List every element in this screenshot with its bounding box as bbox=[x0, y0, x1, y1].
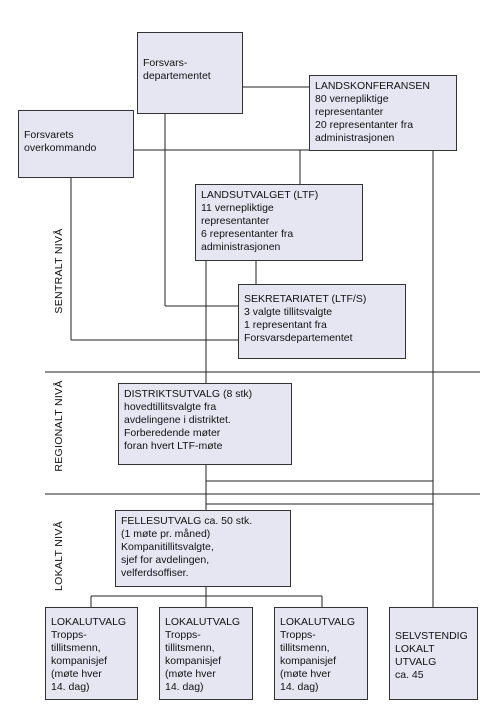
box-line: tillitsmenn, bbox=[51, 642, 101, 654]
box-lokalutvalg-1: LOKALUTVALG Tropps- tillitsmenn, kompani… bbox=[45, 607, 138, 700]
box-line: representanter bbox=[201, 215, 270, 227]
box-line: departementet bbox=[143, 70, 211, 82]
box-line: kompanisjef bbox=[51, 655, 108, 667]
box-title: LOKALUTVALG bbox=[51, 616, 127, 628]
box-line: overkommando bbox=[24, 142, 97, 154]
box-line: 11 vernepliktige bbox=[201, 202, 274, 214]
box-title: LOKALUTVALG bbox=[165, 616, 241, 628]
box-line: (møte hver bbox=[280, 668, 331, 680]
box-line: Forsvarsdepartementet bbox=[244, 332, 353, 344]
level-label-central: SENTRALT NIVÅ bbox=[53, 228, 65, 314]
box-line: 14. dag) bbox=[51, 681, 90, 693]
box-title: FELLESUTVALG ca. 50 stk. bbox=[121, 515, 253, 527]
box-line: kompanisjef bbox=[280, 655, 337, 667]
box-line: (møte hver bbox=[51, 668, 102, 680]
box-line: 20 representanter fra bbox=[315, 119, 414, 131]
box-line: representanter bbox=[315, 106, 384, 118]
box-line: 80 vernepliktige bbox=[315, 93, 389, 105]
box-line: Kompanitillitsvalgte, bbox=[121, 541, 214, 553]
box-title: LANDSUTVALGET (LTF) bbox=[201, 189, 319, 201]
box-line: kompanisjef bbox=[165, 655, 222, 667]
box-distriktsutvalg: DISTRIKTSUTVALG (8 stk) hovedtillitsvalg… bbox=[118, 383, 292, 465]
box-line: sjef for avdelingen, bbox=[121, 554, 210, 566]
box-line: Tropps- bbox=[51, 629, 87, 641]
box-title: DISTRIKTSUTVALG (8 stk) bbox=[124, 388, 253, 400]
box-line: velferdsoffiser. bbox=[121, 567, 189, 579]
box-line: foran hvert LTF-møte bbox=[124, 440, 223, 452]
box-line: 1 representant fra bbox=[244, 319, 327, 331]
box-line: Tropps- bbox=[165, 629, 201, 641]
box-line: 14. dag) bbox=[165, 681, 204, 693]
box-line: UTVALG bbox=[395, 656, 437, 668]
box-line: administrasjonen bbox=[315, 132, 395, 144]
box-line: administrasjonen bbox=[201, 241, 281, 253]
box-sekretariatet: SEKRETARIATET (LTF/S) 3 valgte tillitsva… bbox=[238, 284, 406, 359]
box-fellesutvalg: FELLESUTVALG ca. 50 stk. (1 møte pr. mån… bbox=[115, 510, 291, 587]
box-line: Forberedende møter bbox=[124, 427, 221, 439]
box-line: 3 valgte tillitsvalgte bbox=[244, 306, 333, 318]
box-lokalutvalg-2: LOKALUTVALG Tropps- tillitsmenn, kompani… bbox=[159, 607, 253, 700]
box-line: tillitsmenn, bbox=[165, 642, 215, 654]
box-landskonferansen: LANDSKONFERANSEN 80 vernepliktige repres… bbox=[309, 75, 457, 151]
box-line: Tropps- bbox=[280, 629, 316, 641]
box-line: LOKALT bbox=[395, 643, 435, 655]
box-selvstendig-lokalt-utvalg: SELVSTENDIG LOKALT UTVALG ca. 45 bbox=[389, 607, 478, 700]
box-title: Forsvarets bbox=[24, 129, 74, 141]
box-line: (møte hver bbox=[165, 668, 216, 680]
box-line: 14. dag) bbox=[280, 681, 319, 693]
box-lokalutvalg-3: LOKALUTVALG Tropps- tillitsmenn, kompani… bbox=[274, 607, 368, 700]
box-forsvarets-overkommando: Forsvarets overkommando bbox=[18, 110, 134, 178]
box-title: SEKRETARIATET (LTF/S) bbox=[244, 293, 367, 305]
box-forsvarsdepartementet: Forsvars- departementet bbox=[137, 32, 243, 114]
box-line: (1 møte pr. måned) bbox=[121, 528, 211, 540]
box-title: SELVSTENDIG bbox=[395, 630, 468, 642]
box-line: 6 representanter fra bbox=[201, 228, 294, 240]
box-title: Forsvars- bbox=[143, 57, 188, 69]
box-line: tillitsmenn, bbox=[280, 642, 330, 654]
box-line: avdelingene i distriktet. bbox=[124, 414, 231, 426]
box-line: ca. 45 bbox=[395, 669, 424, 681]
box-title: LANDSKONFERANSEN bbox=[315, 80, 430, 92]
box-landsutvalget: LANDSUTVALGET (LTF) 11 vernepliktige rep… bbox=[195, 184, 363, 261]
box-title: LOKALUTVALG bbox=[280, 616, 356, 628]
box-line: hovedtillitsvalgte fra bbox=[124, 401, 217, 413]
